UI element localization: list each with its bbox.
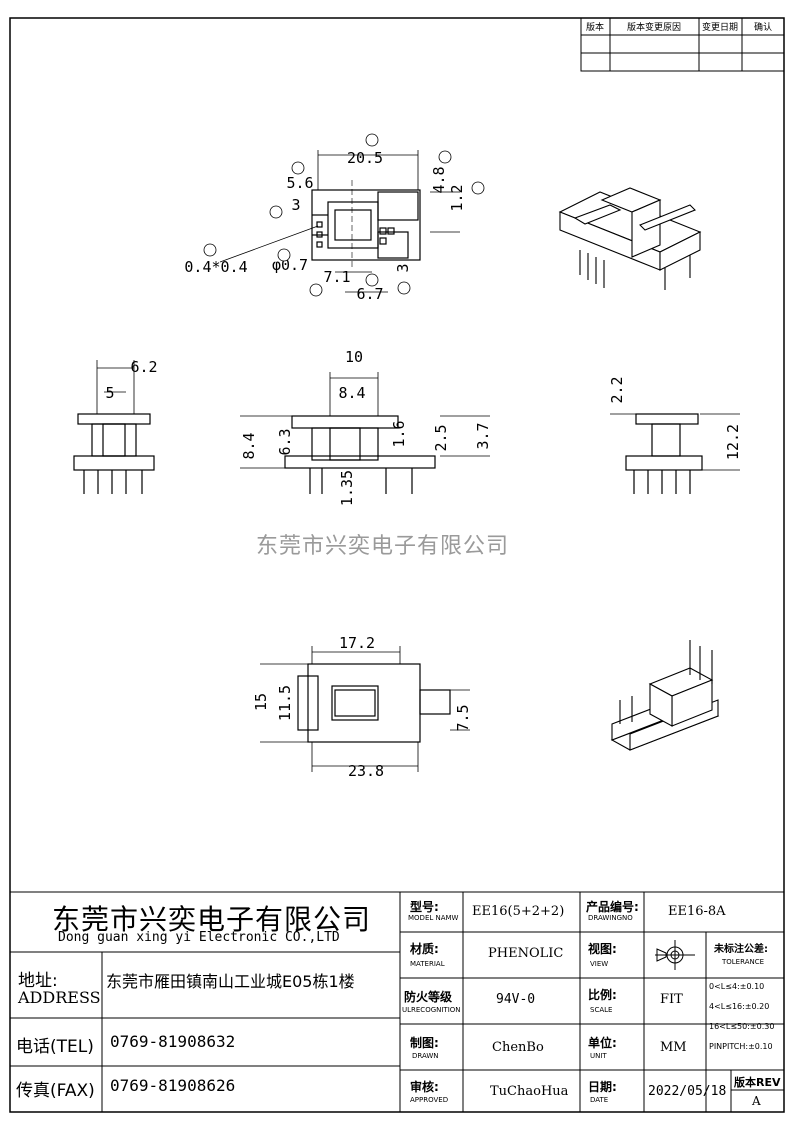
view-label-cn: 视图: bbox=[588, 942, 617, 956]
dim-side-left-l: 5 bbox=[105, 384, 114, 402]
tolerance-line-2: 4<L≤16:±0.20 bbox=[709, 1002, 770, 1011]
approved-label-cn: 审核: bbox=[410, 1080, 439, 1094]
scale-label-cn: 比例: bbox=[588, 988, 617, 1002]
dim-front-q: 1.6 bbox=[390, 420, 408, 447]
model-label-cn: 型号: bbox=[410, 900, 439, 914]
dim-front-o: 10 bbox=[345, 348, 363, 366]
model-value: EE16(5+2+2) bbox=[472, 904, 565, 919]
flame-label-cn: 防火等级 bbox=[404, 990, 453, 1004]
rev-col-confirm: 确认 bbox=[754, 21, 772, 33]
dim-top-h: 7.1 bbox=[323, 268, 350, 286]
drawingno-value: EE16-8A bbox=[668, 904, 726, 919]
watermark-text: 东莞市兴奕电子有限公司 bbox=[256, 534, 510, 559]
unit-label-en: UNIT bbox=[590, 1052, 607, 1060]
tel-label: 电话(TEL) bbox=[16, 1037, 94, 1057]
dim-bottom-v: 15 bbox=[252, 693, 270, 711]
drawingno-label-cn: 产品编号: bbox=[586, 900, 639, 914]
dim-front-r: 2.5 bbox=[432, 424, 450, 451]
rev-col-date: 变更日期 bbox=[702, 21, 738, 33]
dim-top-d: 0.4*0.4 bbox=[184, 258, 247, 276]
approved-value: TuChaoHua bbox=[490, 1084, 569, 1099]
fax-value: 0769-81908626 bbox=[110, 1076, 236, 1095]
scale-label-en: SCALE bbox=[590, 1006, 613, 1014]
dim-side-right-a1: 12.2 bbox=[724, 424, 742, 460]
dim-bottom-a: 17.2 bbox=[339, 634, 375, 652]
date-label-cn: 日期: bbox=[588, 1080, 617, 1094]
projection-symbol-icon bbox=[655, 940, 695, 970]
flame-value: 94V-0 bbox=[496, 992, 536, 1007]
company-name-en: Dong guan xing yi Electronic CO.,LTD bbox=[58, 930, 340, 945]
dim-top-j: 3 bbox=[394, 263, 412, 272]
tolerance-line-3: 16<L≤50:±0.30 bbox=[709, 1022, 775, 1031]
approved-label-en: APPROVED bbox=[410, 1096, 449, 1104]
dim-front-m: 8.4 bbox=[240, 432, 258, 459]
tolerance-line-4: PINPITCH:±0.10 bbox=[709, 1042, 773, 1051]
left-side-view bbox=[73, 360, 155, 494]
material-label-en: MATERIAL bbox=[410, 960, 445, 968]
tolerance-label-cn: 未标注公差: bbox=[714, 944, 768, 955]
drawn-label-en: DRAWN bbox=[412, 1052, 439, 1060]
scale-value: FIT bbox=[660, 992, 683, 1007]
address-value: 东莞市雁田镇南山工业城E05栋1楼 bbox=[106, 972, 355, 991]
dim-top-a: 20.5 bbox=[347, 149, 383, 167]
dim-bottom-y: 23.8 bbox=[348, 762, 384, 780]
address-label-en: ADDRESS bbox=[18, 988, 101, 1007]
dim-top-f: 4.8 bbox=[430, 166, 448, 193]
title-block-grid bbox=[9, 891, 785, 1113]
view-label-en: VIEW bbox=[590, 960, 609, 968]
fax-label: 传真(FAX) bbox=[16, 1081, 95, 1101]
right-side-view bbox=[610, 413, 740, 494]
dim-bottom-x: 7.5 bbox=[454, 704, 472, 731]
drawn-label-cn: 制图: bbox=[410, 1036, 439, 1050]
date-value: 2022/05/18 bbox=[648, 1084, 727, 1099]
drawingno-label-en: DRAWINGNO bbox=[588, 914, 633, 922]
model-label-en: MODEL NAMW bbox=[408, 914, 459, 922]
drawn-value: ChenBo bbox=[492, 1040, 544, 1055]
dim-front-t: 1.35 bbox=[338, 470, 356, 506]
iso-view-bottom bbox=[610, 640, 720, 751]
material-label-cn: 材质: bbox=[410, 942, 439, 956]
address-label-cn: 地址: bbox=[18, 971, 58, 991]
rev-col-version: 版本 bbox=[586, 21, 604, 33]
tolerance-label-en: TOLERANCE bbox=[722, 958, 765, 966]
dim-top-g: 1.2 bbox=[448, 184, 466, 211]
dim-side-left-k: 6.2 bbox=[130, 358, 157, 376]
dim-top-e: φ0.7 bbox=[272, 256, 308, 274]
dim-front-n: 6.3 bbox=[276, 428, 294, 455]
flame-label-en: ULRECOGNITION bbox=[402, 1006, 461, 1014]
revision-table bbox=[580, 17, 785, 72]
iso-view-top bbox=[558, 187, 702, 290]
dim-top-b: 5.6 bbox=[286, 174, 313, 192]
tel-value: 0769-81908632 bbox=[110, 1032, 236, 1051]
tolerance-line-1: 0<L≤4:±0.10 bbox=[709, 982, 765, 991]
bottom-view bbox=[260, 646, 470, 772]
dim-bottom-w: 11.5 bbox=[276, 685, 294, 721]
rev-col-reason: 版本变更原因 bbox=[627, 21, 681, 33]
rev-value: A bbox=[752, 1094, 761, 1108]
top-view bbox=[219, 150, 460, 293]
sheet-border bbox=[9, 17, 785, 1113]
company-name-cn: 东莞市兴奕电子有限公司 bbox=[52, 903, 372, 936]
dim-top-i: 6.7 bbox=[356, 285, 383, 303]
top-view-balloons bbox=[203, 133, 485, 297]
date-label-en: DATE bbox=[590, 1096, 609, 1104]
unit-label-cn: 单位: bbox=[588, 1036, 617, 1050]
dim-front-s: 3.7 bbox=[474, 422, 492, 449]
rev-label: 版本REV bbox=[734, 1076, 781, 1089]
dim-top-c: 3 bbox=[291, 196, 300, 214]
dim-front-p: 8.4 bbox=[338, 384, 365, 402]
unit-value: MM bbox=[660, 1040, 687, 1055]
dim-side-right-z: 2.2 bbox=[608, 376, 626, 403]
material-value: PHENOLIC bbox=[488, 946, 564, 961]
front-view bbox=[240, 372, 490, 494]
